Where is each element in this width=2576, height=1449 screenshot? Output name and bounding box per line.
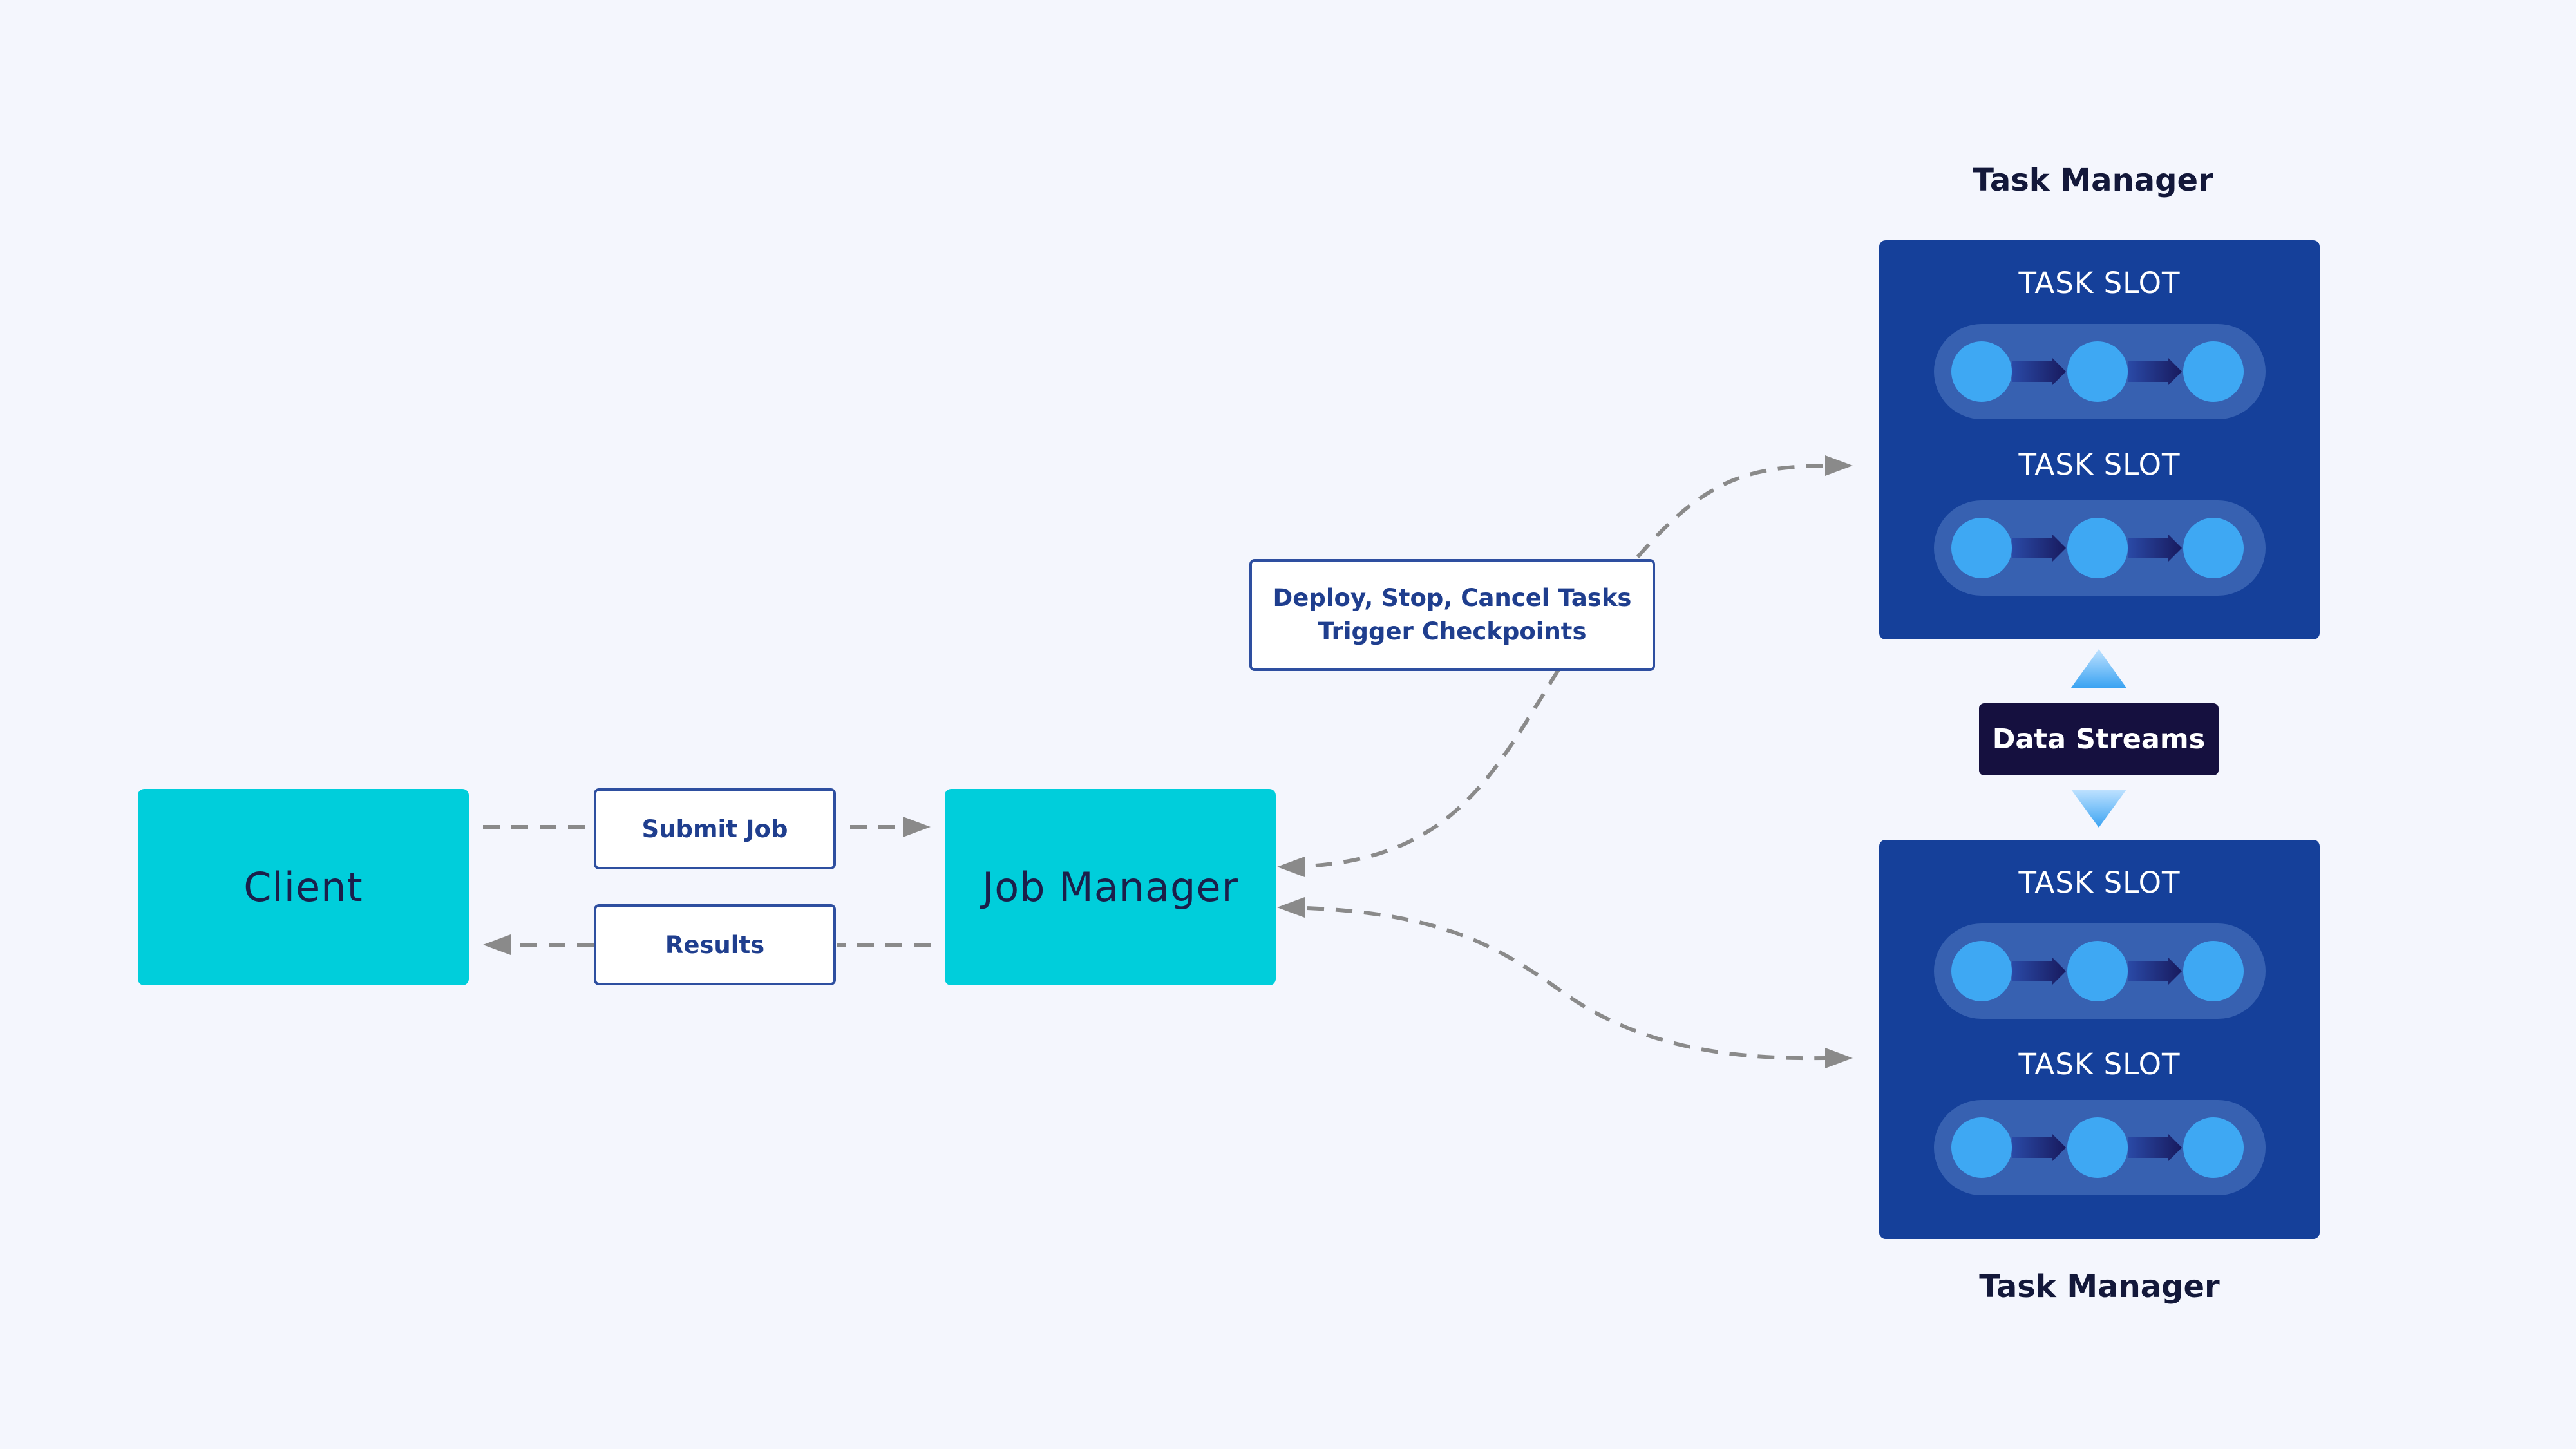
submit-job-label: Submit Job <box>594 788 836 869</box>
deploy-label: Deploy, Stop, Cancel Tasks Trigger Check… <box>1249 559 1655 671</box>
task-manager-1-title: Task Manager <box>1973 162 2213 198</box>
deploy-edge-lower <box>1307 668 1560 868</box>
arrowhead-results <box>483 934 511 955</box>
client-node[interactable]: Client <box>138 789 469 985</box>
operator-circle <box>2183 1117 2244 1178</box>
task-slot-4 <box>1934 1100 2266 1195</box>
task-slot-title: TASK SLOT <box>2018 266 2181 300</box>
operator-circle <box>1951 1117 2012 1178</box>
chain-arrow-icon <box>2128 357 2182 386</box>
deploy-edge-upper <box>1636 464 1826 558</box>
task-slot-3 <box>1934 923 2266 1019</box>
chain-arrow-icon <box>2128 957 2182 985</box>
deploy-line2: Trigger Checkpoints <box>1318 618 1587 645</box>
chain-arrow-icon <box>2128 534 2182 562</box>
job-manager-label: Job Manager <box>981 864 1239 911</box>
submit-job-text: Submit Job <box>641 815 788 843</box>
task-manager-2[interactable]: TASK SLOT TASK SLOT <box>1879 840 2320 1239</box>
jobmanager-to-taskmanager2-edge <box>1307 906 1826 1061</box>
chain-arrow-icon <box>2128 1133 2182 1162</box>
task-slot-2 <box>1934 500 2266 596</box>
operator-circle <box>2183 341 2244 402</box>
chain-arrow-icon <box>2012 957 2066 985</box>
task-slot-title: TASK SLOT <box>2018 866 2181 900</box>
data-streams-label: Data Streams <box>1979 703 2219 775</box>
operator-circle <box>2067 341 2128 402</box>
task-slot-title: TASK SLOT <box>2018 1047 2181 1081</box>
chain-arrow-icon <box>2012 1133 2066 1162</box>
arrowhead-taskmanager-to-jobmanager <box>1277 897 1305 918</box>
operator-circle <box>1951 518 2012 578</box>
chain-arrow-icon <box>2012 534 2066 562</box>
chain-arrow-icon <box>2012 357 2066 386</box>
client-label: Client <box>243 864 363 911</box>
operator-circle <box>2183 941 2244 1001</box>
task-manager-1[interactable]: TASK SLOT TASK SLOT <box>1879 240 2320 639</box>
arrowhead-to-taskmanager1 <box>1825 455 1853 476</box>
arrowhead-deploy-to-jobmanager <box>1277 857 1305 877</box>
operator-circle <box>1951 341 2012 402</box>
task-slot-title: TASK SLOT <box>2018 448 2181 482</box>
data-streams-down-arrow-icon <box>2071 790 2126 828</box>
arrowhead-to-taskmanager2 <box>1825 1048 1853 1068</box>
operator-circle <box>2067 518 2128 578</box>
operator-circle <box>2067 941 2128 1001</box>
results-label: Results <box>594 904 836 985</box>
operator-circle <box>2067 1117 2128 1178</box>
operator-circle <box>2183 518 2244 578</box>
arrowhead-submit <box>903 817 931 837</box>
operator-circle <box>1951 941 2012 1001</box>
job-manager-node[interactable]: Job Manager <box>945 789 1276 985</box>
deploy-line1: Deploy, Stop, Cancel Tasks <box>1273 584 1632 612</box>
results-text: Results <box>665 931 765 959</box>
task-slot-1 <box>1934 324 2266 419</box>
data-streams-up-arrow-icon <box>2071 649 2126 688</box>
task-manager-2-title: Task Manager <box>1979 1269 2220 1305</box>
